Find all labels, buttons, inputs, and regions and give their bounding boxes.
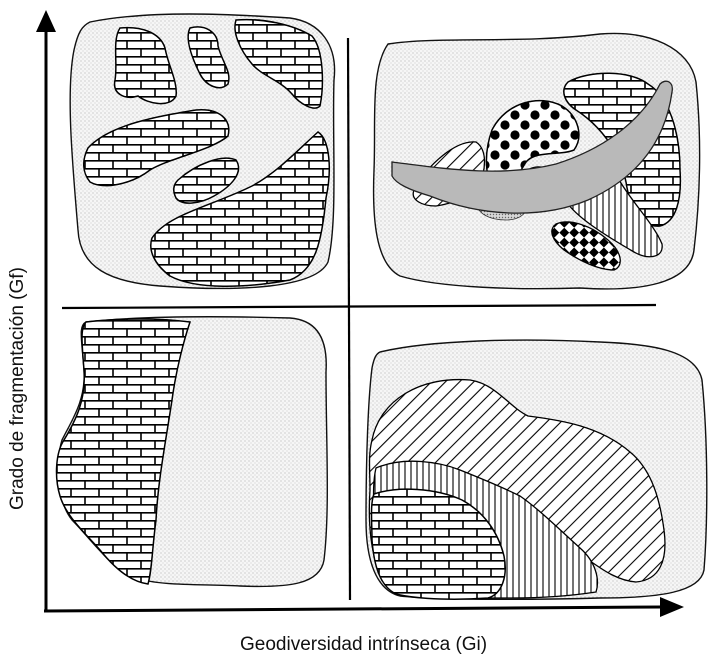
- y-axis-arrowhead: [36, 10, 56, 32]
- horizontal-divider: [62, 305, 656, 308]
- quadrant-top-left: [70, 14, 334, 288]
- vertical-divider: [348, 38, 350, 600]
- y-axis-label: Grado de fragmentación (Gf): [7, 267, 28, 510]
- x-axis-line: [44, 607, 662, 611]
- x-axis-label: Geodiversidad intrínseca (Gi): [240, 634, 487, 655]
- x-axis-arrowhead: [660, 597, 684, 617]
- quadrant-bottom-right: [366, 340, 707, 599]
- quadrant-bottom-left: [57, 317, 328, 587]
- quadrant-top-right: [374, 33, 700, 288]
